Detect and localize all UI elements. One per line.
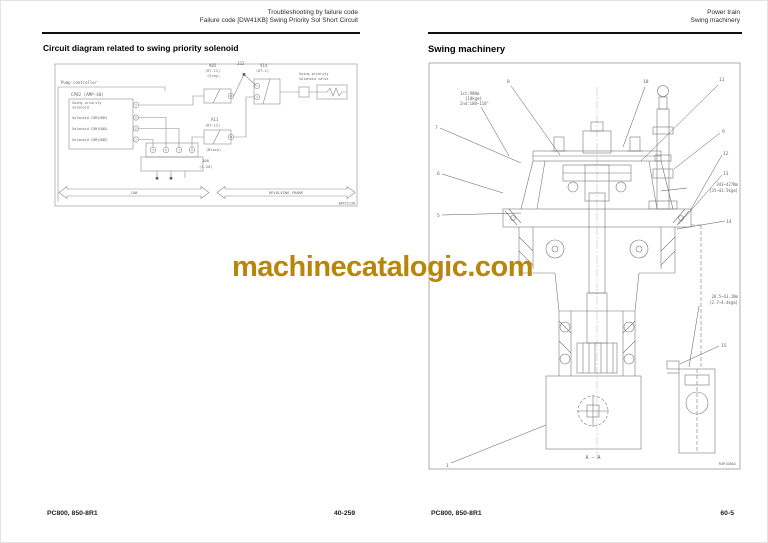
section-a-a-label: A — A bbox=[585, 455, 600, 461]
right-footer-page-number: 60-5 bbox=[720, 510, 734, 517]
j08-pin1: 4 bbox=[152, 148, 154, 152]
drawing-frame bbox=[428, 62, 741, 470]
cp02-connector: CP02 (AMP-40) Swing priority solenoid So… bbox=[68, 92, 140, 150]
swing-machinery-section bbox=[502, 121, 692, 450]
v14-type: (DT-2) bbox=[256, 69, 269, 73]
right-header-line1: Power train bbox=[707, 9, 740, 16]
j08-type: (J-20) bbox=[199, 164, 213, 169]
right-header-line2: Swing machinery bbox=[690, 16, 741, 24]
a05-note: (Gray) bbox=[207, 74, 220, 78]
callout-11: 11 bbox=[719, 77, 725, 83]
callout-6: 6 bbox=[437, 171, 440, 177]
j08-pin2: 6 bbox=[165, 148, 167, 152]
a11-pin: 11 bbox=[230, 136, 233, 139]
callout-leaders bbox=[439, 84, 726, 464]
j08-connector: 4 6 1 8 J08 (J-20) bbox=[140, 142, 213, 180]
left-header-rule bbox=[42, 32, 360, 34]
a05-type: (DT-12) bbox=[205, 69, 220, 73]
cp02-pin1: 9 bbox=[135, 103, 137, 107]
v14-pin2: 2 bbox=[256, 96, 258, 99]
callout-13: 13 bbox=[723, 171, 729, 177]
j08-label: J08 bbox=[202, 158, 210, 163]
a05-label: A05 bbox=[209, 63, 217, 68]
cp02-row3: Solenoid COM(GND) bbox=[72, 127, 108, 131]
pump-controller-outline: Pump controller bbox=[57, 80, 166, 202]
cab-zone-label: CAB bbox=[131, 190, 139, 195]
revolving-frame-zone-label: REVOLVING FRAME bbox=[269, 190, 304, 195]
left-header-line2: Failure code [DW41KB] Swing Priority Sol… bbox=[199, 16, 358, 24]
oil-filler-assembly bbox=[648, 85, 716, 454]
swing-machinery-drawing: 8 10 11 7 6 5 9 12 13 14 15 1 1st:98Nm {… bbox=[428, 62, 741, 470]
a11-label: A11 bbox=[211, 117, 219, 122]
valve-label2: solenoid valve bbox=[299, 77, 329, 81]
callout-8: 8 bbox=[507, 79, 510, 85]
j08-pin3: 1 bbox=[178, 148, 180, 152]
cp02-pin2: 12 bbox=[134, 116, 138, 120]
callout-1: 1 bbox=[446, 463, 449, 469]
callout-15: 15 bbox=[721, 343, 727, 349]
cp02-pin3: 11 bbox=[134, 127, 138, 131]
circuit-diagram: Pump controller CP02 (AMP-40) Swing prio… bbox=[54, 61, 358, 207]
callout-5: 5 bbox=[437, 213, 440, 219]
left-running-header: Troubleshooting by failure code Failure … bbox=[200, 9, 358, 24]
watermark: machinecatalogic.com bbox=[232, 251, 534, 283]
torque-note-lower-line1: 26.5~43.1Nm bbox=[712, 294, 739, 299]
v14-label: V14 bbox=[260, 63, 268, 68]
circuit-border bbox=[54, 63, 358, 207]
v14-pin1: 1 bbox=[256, 85, 258, 88]
callout-10: 10 bbox=[643, 79, 649, 85]
machinery-drawing-code: R4P10802 bbox=[719, 462, 736, 466]
right-footer-model: PC800, 850-8R1 bbox=[431, 510, 482, 517]
torque-note-top-line2: {10kgm} bbox=[465, 96, 482, 101]
callout-7: 7 bbox=[435, 125, 438, 131]
a11-connector: A11 (DT-12) 11 (Black) bbox=[203, 117, 235, 152]
valve-label1: Swing priority bbox=[299, 72, 329, 76]
torque-notes: 1st:98Nm {10kgm} 2nd:100~110° 343~427Nm … bbox=[460, 91, 739, 305]
left-page-title: Circuit diagram related to swing priorit… bbox=[43, 43, 239, 53]
j22-junction: J22 bbox=[237, 61, 246, 76]
zone-arrows: CAB REVOLVING FRAME bbox=[58, 185, 356, 200]
left-header-line1: Troubleshooting by failure code bbox=[267, 9, 358, 16]
torque-note-top-line1: 1st:98Nm bbox=[460, 91, 480, 96]
a11-note: (Black) bbox=[206, 148, 221, 152]
cp02-label: CP02 (AMP-40) bbox=[71, 92, 104, 97]
callout-12: 12 bbox=[723, 151, 729, 157]
circuit-drawing-code: BKP22138 bbox=[339, 202, 355, 206]
a11-type: (DT-12) bbox=[205, 124, 220, 128]
a05-connector: A05 (DT-12) (Gray) 10 bbox=[203, 63, 235, 104]
callout-9: 9 bbox=[722, 129, 725, 135]
torque-note-right-line2: {35~43.5kgm} bbox=[709, 188, 738, 193]
right-page-title: Swing machinery bbox=[428, 43, 506, 54]
right-running-header: Power train Swing machinery bbox=[691, 9, 741, 24]
torque-note-lower-line2: {2.7~4.4kgm} bbox=[709, 300, 738, 305]
right-header-rule bbox=[428, 32, 742, 34]
torque-note-top-line3: 2nd:100~110° bbox=[460, 101, 489, 106]
swing-priority-solenoid-valve: Swing priority solenoid valve bbox=[298, 72, 348, 100]
cp02-row2: Solenoid COM(GND) bbox=[72, 116, 108, 120]
callout-14: 14 bbox=[726, 219, 732, 225]
a05-pin: 10 bbox=[230, 95, 233, 98]
callout-numbers: 8 10 11 7 6 5 9 12 13 14 15 1 bbox=[435, 77, 732, 469]
j22-label: J22 bbox=[237, 61, 245, 66]
torque-note-right-line1: 343~427Nm bbox=[716, 182, 738, 187]
cp02-row1b: solenoid bbox=[72, 106, 89, 110]
cp02-pin4: 2 bbox=[135, 138, 137, 142]
cp02-row4: Solenoid COM(GND) bbox=[72, 138, 108, 142]
left-footer-model: PC800, 850-8R1 bbox=[47, 510, 98, 517]
j08-pin4: 8 bbox=[191, 148, 193, 152]
cp02-row1a: Swing priority bbox=[72, 101, 102, 105]
pump-controller-label: Pump controller bbox=[61, 80, 98, 85]
left-footer-page-number: 40-259 bbox=[334, 510, 356, 517]
v14-connector: V14 (DT-2) 1 2 bbox=[253, 63, 281, 105]
harness-wires bbox=[138, 74, 317, 148]
